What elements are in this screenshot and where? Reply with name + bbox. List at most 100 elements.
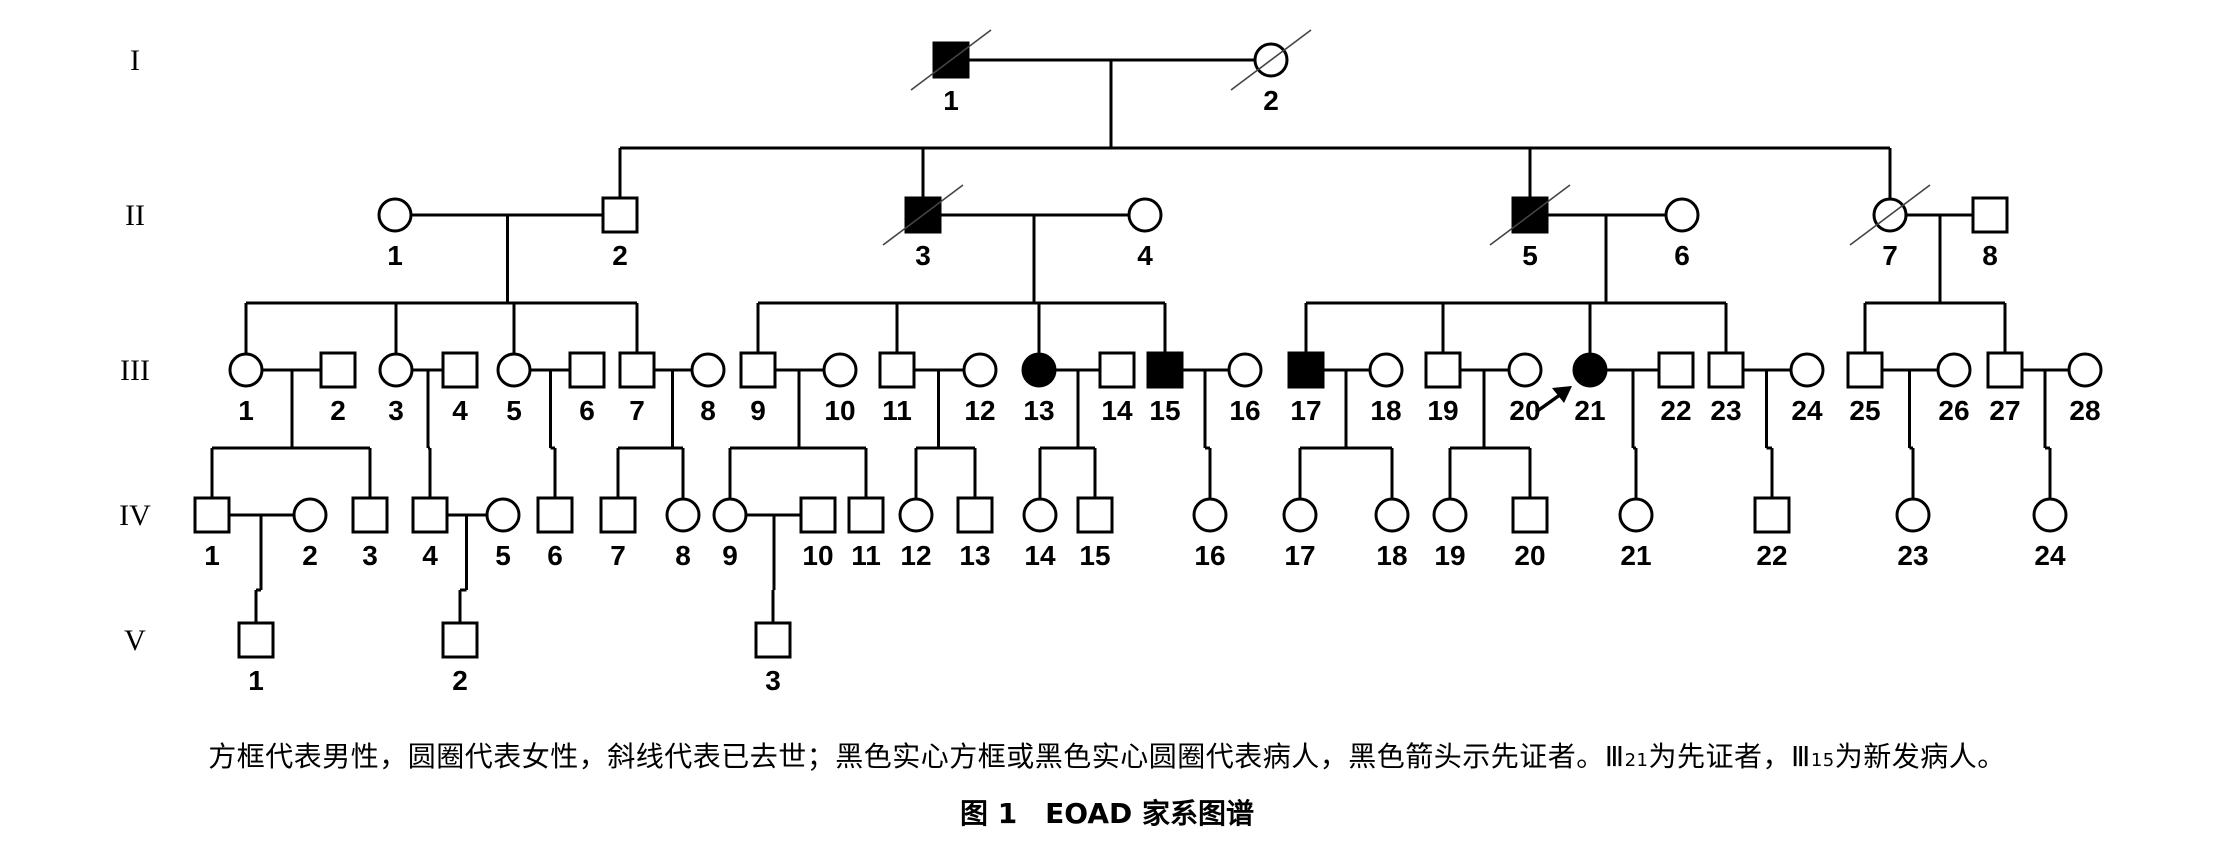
individual-IV-23-label: 23 xyxy=(1897,540,1928,571)
individual-II-5-deceased-slash xyxy=(1489,184,1571,246)
individual-III-9-male xyxy=(739,351,777,389)
individual-IV-1-label: 1 xyxy=(204,540,220,571)
individual-III-15-male xyxy=(1146,351,1184,389)
individual-II-6-female xyxy=(1664,197,1700,233)
individual-III-23-label: 23 xyxy=(1710,395,1741,426)
individual-III-28-label: 28 xyxy=(2069,395,2100,426)
individual-II-3-deceased-slash xyxy=(882,184,964,246)
individual-III-27-label: 27 xyxy=(1989,395,2020,426)
individual-IV-23-female xyxy=(1895,497,1931,533)
individual-III-17-male xyxy=(1287,351,1325,389)
individual-III-22-label: 22 xyxy=(1660,395,1691,426)
individual-III-13-female xyxy=(1021,352,1057,388)
individual-III-6-male xyxy=(568,351,606,389)
individual-III-1-label: 1 xyxy=(238,395,254,426)
legend-text: 方框代表男性，圆圈代表女性，斜线代表已去世；黑色实心方框或黑色实心圆圈代表病人，… xyxy=(208,740,1605,773)
individual-II-8-male xyxy=(1971,196,2009,234)
individual-III-19-male xyxy=(1424,351,1462,389)
individual-IV-22-label: 22 xyxy=(1756,540,1787,571)
individual-IV-20-label: 20 xyxy=(1514,540,1545,571)
individual-IV-3-label: 3 xyxy=(362,540,378,571)
individual-IV-16-label: 16 xyxy=(1194,540,1225,571)
proband-roman: Ⅲ xyxy=(1604,740,1625,773)
generation-label-I: I xyxy=(130,44,140,77)
individual-IV-13-male xyxy=(956,496,994,534)
individual-IV-11-label: 11 xyxy=(851,540,881,571)
proband-arrow-head xyxy=(1552,386,1572,403)
individual-IV-18-female xyxy=(1374,497,1410,533)
individual-IV-5-label: 5 xyxy=(495,540,511,571)
generation-label-III: III xyxy=(120,354,150,387)
individual-IV-4-male xyxy=(411,496,449,534)
individual-V-2-label: 2 xyxy=(452,665,468,696)
individual-III-8-female xyxy=(690,352,726,388)
individual-III-7-male xyxy=(618,351,656,389)
individual-IV-10-label: 10 xyxy=(802,540,833,571)
individual-II-8-label: 8 xyxy=(1982,240,1998,271)
individual-III-19-label: 19 xyxy=(1427,395,1458,426)
individual-IV-4-label: 4 xyxy=(422,540,438,571)
individual-III-1-female xyxy=(228,352,264,388)
individual-III-18-label: 18 xyxy=(1370,395,1401,426)
individual-IV-8-female xyxy=(665,497,701,533)
individual-III-10-label: 10 xyxy=(824,395,855,426)
individual-III-15-label: 15 xyxy=(1149,395,1180,426)
individual-II-4-label: 4 xyxy=(1137,240,1153,271)
individual-III-26-label: 26 xyxy=(1938,395,1969,426)
individual-V-2-male xyxy=(441,621,479,659)
individual-IV-7-label: 7 xyxy=(610,540,626,571)
generation-label-V: V xyxy=(124,624,146,657)
individual-IV-2-female xyxy=(292,497,328,533)
individual-V-3-male xyxy=(754,621,792,659)
individual-IV-3-male xyxy=(351,496,389,534)
pedigree-lines xyxy=(210,58,2068,624)
new-case-text: 为新发病人。 xyxy=(1834,740,2006,773)
individual-II-5-label: 5 xyxy=(1522,240,1538,271)
individual-III-11-male xyxy=(878,351,916,389)
individual-IV-17-female xyxy=(1282,497,1318,533)
individual-IV-9-label: 9 xyxy=(722,540,738,571)
individual-IV-19-female xyxy=(1432,497,1468,533)
individual-V-1-male xyxy=(237,621,275,659)
individual-IV-6-male xyxy=(536,496,574,534)
individual-III-9-label: 9 xyxy=(750,395,766,426)
new-case-sub: 15 xyxy=(1810,750,1835,771)
individual-III-20-female xyxy=(1507,352,1543,388)
individual-III-10-female xyxy=(822,352,858,388)
individual-II-3-male xyxy=(904,196,942,234)
individual-IV-14-label: 14 xyxy=(1024,540,1056,571)
proband-sub: 21 xyxy=(1624,750,1649,771)
individual-IV-6-label: 6 xyxy=(547,540,563,571)
individual-III-3-label: 3 xyxy=(388,395,404,426)
individual-III-5-female xyxy=(496,352,532,388)
individual-III-14-label: 14 xyxy=(1101,395,1133,426)
individual-II-2-male xyxy=(601,196,639,234)
generation-label-IV: IV xyxy=(119,499,151,532)
individual-III-28-female xyxy=(2067,352,2103,388)
individual-IV-22-male xyxy=(1753,496,1791,534)
individual-III-4-male xyxy=(441,351,479,389)
individual-III-4-label: 4 xyxy=(452,395,468,426)
individual-II-7-label: 7 xyxy=(1882,240,1898,271)
individual-IV-5-female xyxy=(485,497,521,533)
individual-I-1-label: 1 xyxy=(943,85,959,116)
individual-IV-13-label: 13 xyxy=(959,540,990,571)
individual-V-1-label: 1 xyxy=(248,665,264,696)
individual-III-21-female xyxy=(1572,352,1608,388)
individual-III-26-female xyxy=(1936,352,1972,388)
individual-III-24-female xyxy=(1789,352,1825,388)
individual-II-4-female xyxy=(1127,197,1163,233)
generation-label-II: II xyxy=(125,199,145,232)
individual-II-3-label: 3 xyxy=(915,240,931,271)
individual-III-25-label: 25 xyxy=(1849,395,1880,426)
proband-arrow xyxy=(1534,386,1572,414)
individual-III-17-label: 17 xyxy=(1290,395,1321,426)
individual-III-14-male xyxy=(1098,351,1136,389)
individual-III-22-male xyxy=(1657,351,1695,389)
individual-III-16-female xyxy=(1227,352,1263,388)
individual-III-12-label: 12 xyxy=(964,395,995,426)
individual-III-12-female xyxy=(962,352,998,388)
